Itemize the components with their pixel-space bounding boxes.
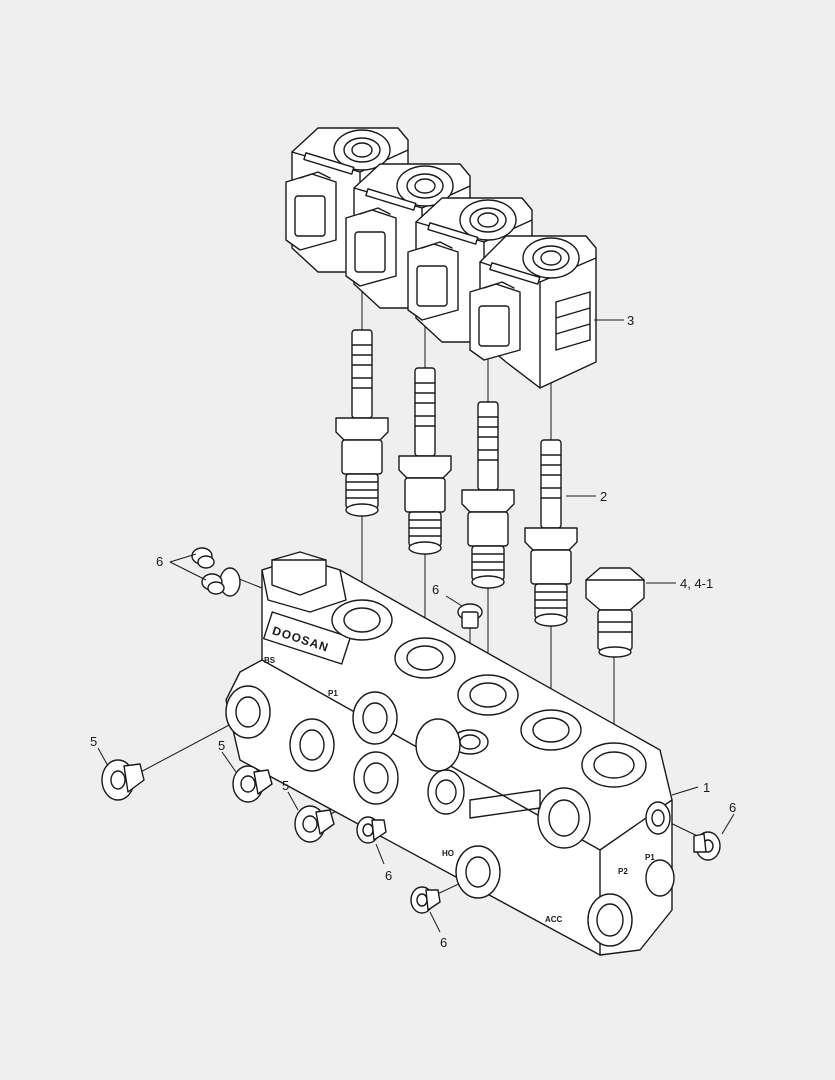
marking-p2: P2 — [618, 867, 628, 876]
callout-plug-top-left: 6 — [156, 554, 163, 569]
plug-left-2 — [232, 765, 273, 803]
plug-bottom-2 — [410, 886, 441, 914]
marking-ho: HO — [442, 849, 454, 858]
marking-p1: P1 — [645, 853, 655, 862]
marking-acc: ACC — [545, 915, 563, 924]
plug-center — [457, 603, 483, 629]
large-plug — [585, 567, 645, 658]
callout-plug-bottom-1: 6 — [385, 868, 392, 883]
callout-plug-left-1: 5 — [90, 734, 97, 749]
callout-block: 1 — [703, 780, 710, 795]
solenoid-coil-3 — [407, 197, 533, 343]
plug-left-1 — [101, 759, 145, 801]
marking-p1-top: P1 — [328, 689, 338, 698]
cartridge-4 — [524, 439, 578, 627]
plug-top-left-a — [191, 547, 215, 569]
callout-plug-bottom-2: 6 — [440, 935, 447, 950]
cartridge-1 — [335, 329, 389, 517]
callout-plug-right: 6 — [729, 800, 736, 815]
callout-large-plug: 4, 4-1 — [680, 576, 713, 591]
solenoid-coil-4 — [469, 235, 597, 389]
callout-cartridge: 2 — [600, 489, 607, 504]
cartridge-2 — [398, 367, 452, 555]
callout-leaders — [97, 319, 735, 933]
callout-plug-left-3: 5 — [282, 778, 289, 793]
cartridge-3 — [461, 401, 515, 589]
marking-bs: BS — [264, 656, 276, 665]
valve-block: DOOSAN BS P1 HO P2 P1 ACC — [219, 551, 675, 956]
plug-left-3 — [294, 805, 335, 843]
callout-plug-left-2: 5 — [218, 738, 225, 753]
callout-plug-center: 6 — [432, 582, 439, 597]
callout-coil: 3 — [627, 313, 634, 328]
plug-right — [693, 831, 721, 861]
callouts: 1 2 3 4, 4-1 5 5 5 6 6 6 6 6 — [90, 313, 736, 950]
plug-top-left-b — [201, 573, 225, 595]
plug-bottom-1 — [356, 816, 387, 844]
